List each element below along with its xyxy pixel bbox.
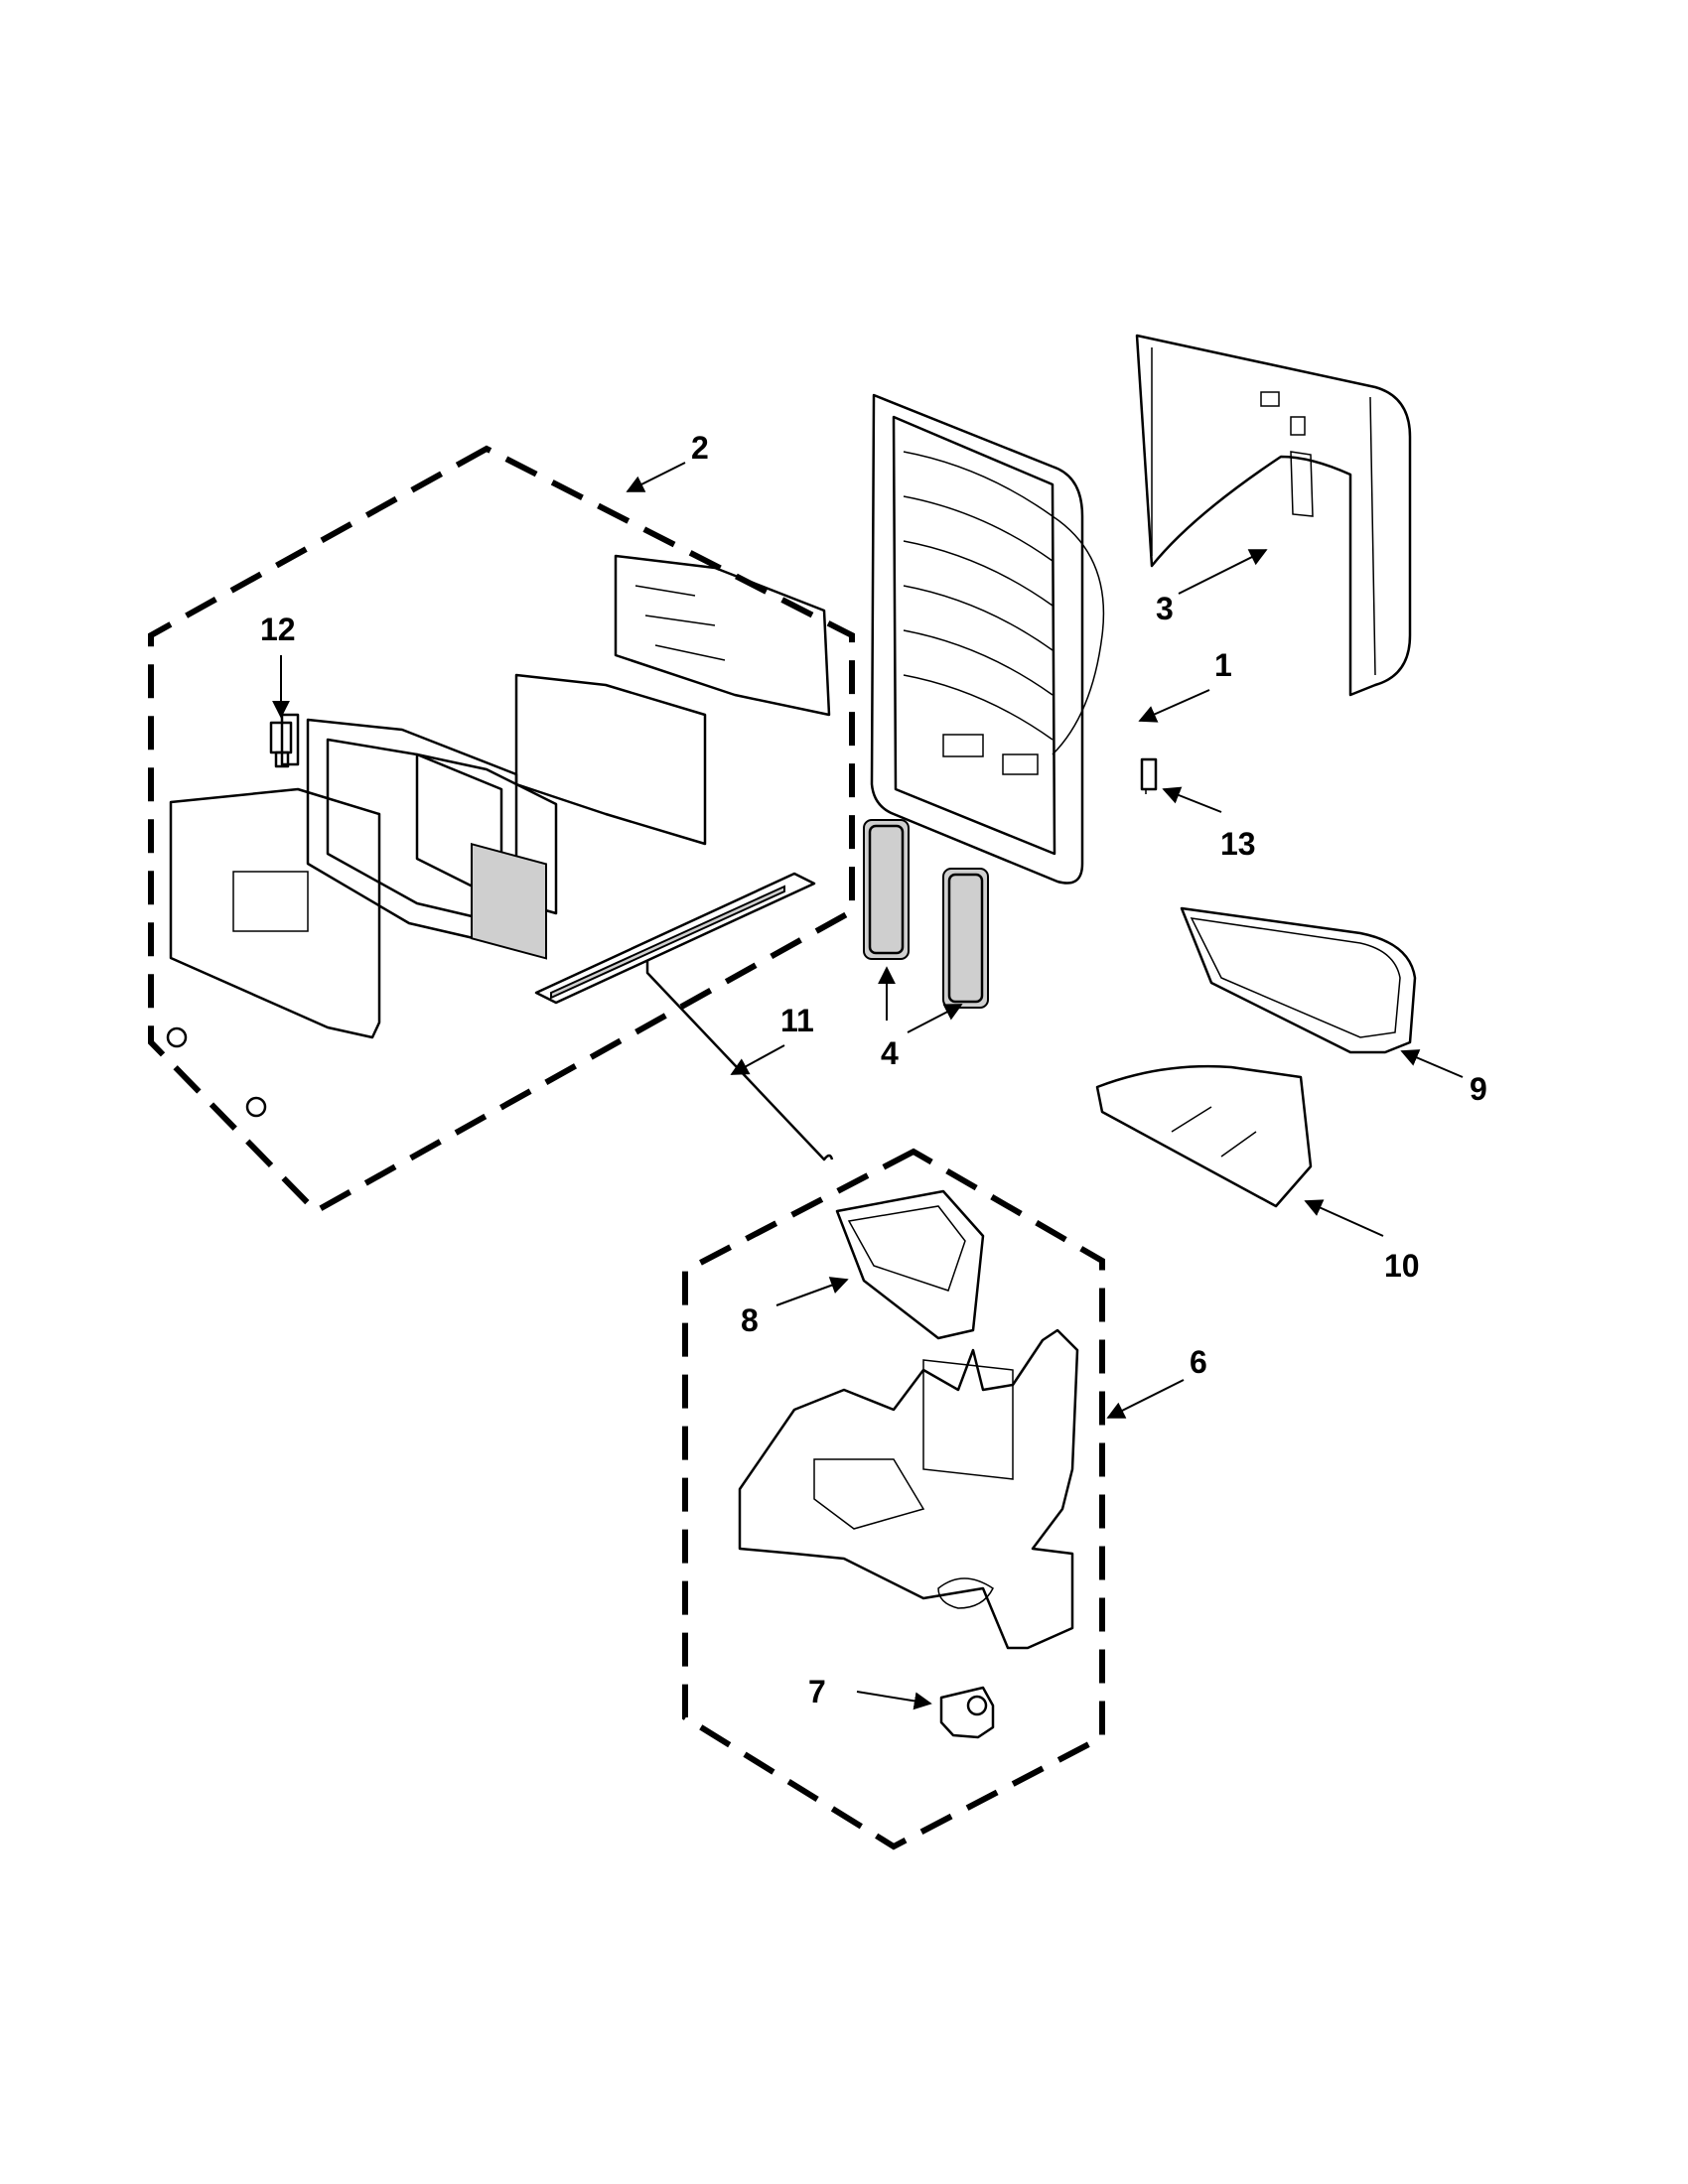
callout-arrow-8 [775,1277,849,1306]
pads-part-4 [863,819,989,1009]
callout-arrow-3 [1178,549,1268,595]
dispenser-housing-part-1 [870,393,1105,885]
connector-part-12 [269,721,293,768]
callout-label-3: 3 [1156,591,1174,626]
dispenser-base-assembly-part-6 [738,1328,1079,1650]
drip-tray-part-9 [1180,906,1417,1054]
callout-label-6: 6 [1190,1344,1207,1380]
screw-part-13 [1140,757,1158,794]
group-boundary-2 [148,445,855,1215]
callout-label-1: 1 [1214,647,1232,683]
callout-label-10: 10 [1384,1248,1420,1284]
callout-arrow-2 [626,462,686,492]
callout-label-12: 12 [260,612,296,647]
callout-label-7: 7 [808,1674,826,1709]
callout-label-9: 9 [1470,1071,1487,1107]
callout-label-13: 13 [1220,826,1256,862]
wire-rod-part-11 [645,961,834,1161]
callout-label-4: 4 [881,1035,899,1071]
callout-arrow-7 [856,1691,932,1710]
rear-cover-part-3 [1135,334,1412,697]
callout-arrow-4b [907,1004,963,1033]
callout-arrow-1 [1138,689,1210,723]
callout-label-8: 8 [741,1302,759,1338]
callout-arrow-11 [730,1044,785,1075]
callout-label-11: 11 [780,1003,814,1038]
tray-grille-part-10 [1095,1064,1313,1208]
valve-part-7 [939,1686,995,1739]
control-panel-assembly-part-2 [166,554,831,1118]
callout-arrow-9 [1400,1049,1464,1078]
callout-arrow-6 [1106,1379,1185,1419]
group-boundary-6 [682,1148,1105,1850]
callout-arrow-13 [1162,786,1222,813]
funnel-part-8 [835,1189,985,1340]
callout-arrow-10 [1304,1199,1384,1237]
callout-label-2: 2 [691,430,709,466]
